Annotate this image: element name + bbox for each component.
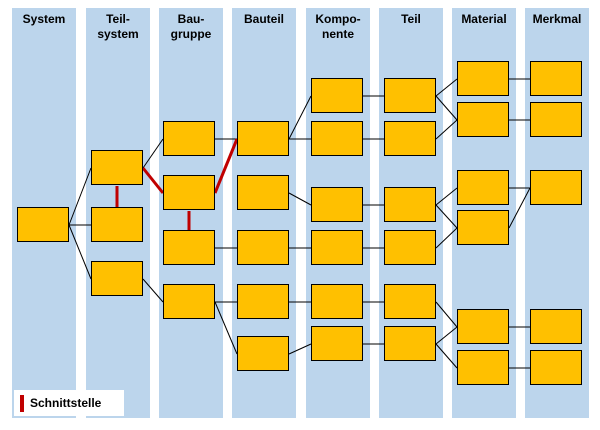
- node-komponente[interactable]: [311, 121, 363, 156]
- node-material[interactable]: [457, 61, 509, 96]
- column-title-baugruppe: Bau- gruppe: [170, 12, 212, 41]
- node-teilsystem[interactable]: [91, 207, 143, 242]
- node-teilsystem[interactable]: [91, 261, 143, 296]
- node-komponente[interactable]: [311, 230, 363, 265]
- node-komponente[interactable]: [311, 284, 363, 319]
- node-teil[interactable]: [384, 284, 436, 319]
- node-system[interactable]: [17, 207, 69, 242]
- column-title-komponente: Kompo- nente: [315, 12, 361, 41]
- column-title-system: System: [22, 12, 66, 26]
- node-material[interactable]: [457, 350, 509, 385]
- node-material[interactable]: [457, 309, 509, 344]
- legend-label: Schnittstelle: [30, 396, 102, 410]
- column-title-teilsystem: Teil- system: [97, 12, 139, 41]
- column-baugruppe: Bau- gruppe: [159, 8, 223, 418]
- node-baugruppe[interactable]: [163, 284, 215, 319]
- node-bauteil[interactable]: [237, 336, 289, 371]
- legend: Schnittstelle: [14, 390, 124, 416]
- node-bauteil[interactable]: [237, 121, 289, 156]
- column-title-bauteil: Bauteil: [243, 12, 284, 26]
- column-title-merkmal: Merkmal: [532, 12, 582, 26]
- column-title-material: Material: [461, 12, 507, 26]
- node-teil[interactable]: [384, 326, 436, 361]
- node-merkmal[interactable]: [530, 61, 582, 96]
- node-teil[interactable]: [384, 230, 436, 265]
- node-material[interactable]: [457, 210, 509, 245]
- node-bauteil[interactable]: [237, 175, 289, 210]
- node-merkmal[interactable]: [530, 309, 582, 344]
- node-teilsystem[interactable]: [91, 150, 143, 185]
- node-teil[interactable]: [384, 187, 436, 222]
- node-material[interactable]: [457, 170, 509, 205]
- interface-legend-swatch: [20, 395, 24, 412]
- node-baugruppe[interactable]: [163, 230, 215, 265]
- node-material[interactable]: [457, 102, 509, 137]
- node-teil[interactable]: [384, 78, 436, 113]
- node-merkmal[interactable]: [530, 170, 582, 205]
- node-bauteil[interactable]: [237, 230, 289, 265]
- node-komponente[interactable]: [311, 326, 363, 361]
- node-baugruppe[interactable]: [163, 175, 215, 210]
- column-title-teil: Teil: [401, 12, 421, 26]
- node-baugruppe[interactable]: [163, 121, 215, 156]
- node-merkmal[interactable]: [530, 350, 582, 385]
- node-merkmal[interactable]: [530, 102, 582, 137]
- node-bauteil[interactable]: [237, 284, 289, 319]
- node-komponente[interactable]: [311, 78, 363, 113]
- node-teil[interactable]: [384, 121, 436, 156]
- node-komponente[interactable]: [311, 187, 363, 222]
